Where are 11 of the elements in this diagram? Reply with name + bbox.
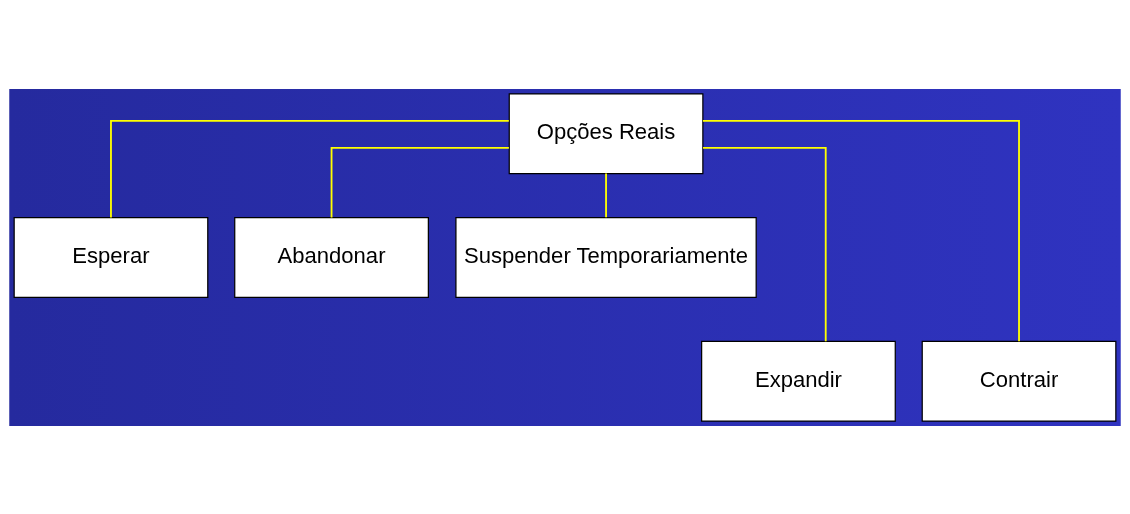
node-box: Suspender Temporariamente xyxy=(455,216,757,298)
connector xyxy=(330,146,510,218)
connector xyxy=(702,146,827,342)
node-box: Expandir xyxy=(701,340,896,422)
node-box: Abandonar xyxy=(234,216,429,298)
node-box: Opções Reais xyxy=(508,92,704,174)
connector xyxy=(701,119,1020,342)
connector xyxy=(605,172,607,218)
node-box: Esperar xyxy=(13,216,209,298)
node-box: Contrair xyxy=(921,340,1117,422)
connector xyxy=(110,119,510,219)
